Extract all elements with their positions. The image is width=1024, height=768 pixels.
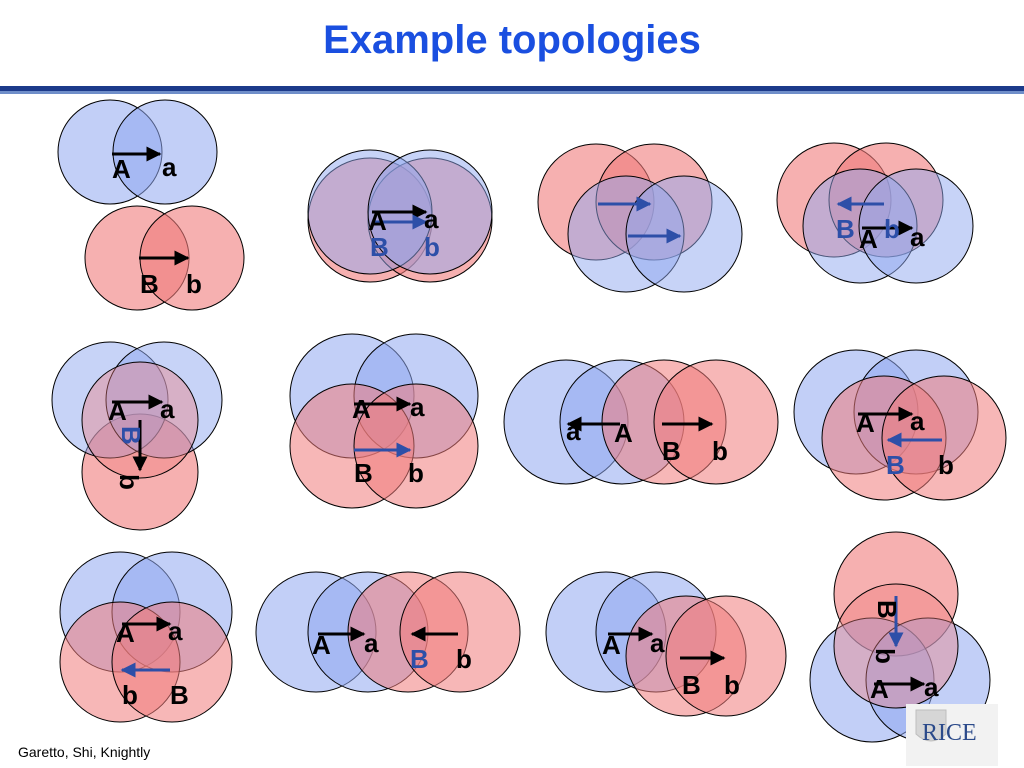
red-range-circle xyxy=(353,383,479,509)
node-label-A: A xyxy=(116,618,135,648)
topology-8: A a B b xyxy=(793,349,1007,501)
node-label-B: B xyxy=(170,680,189,710)
node-label-a: a xyxy=(424,204,439,234)
node-label-B: B xyxy=(836,214,855,244)
node-label-b: b xyxy=(114,474,144,490)
red-range-circle xyxy=(653,359,779,485)
node-label-b: b xyxy=(938,450,954,480)
blue-range-circle xyxy=(625,175,743,293)
node-label-A: A xyxy=(856,408,875,438)
topology-10: A a B b xyxy=(255,571,521,693)
node-label-A: A xyxy=(108,396,127,426)
node-label-B: B xyxy=(410,644,429,674)
node-label-B: B xyxy=(116,426,146,445)
topology-7: a A B b xyxy=(503,359,779,485)
node-label-A: A xyxy=(312,630,331,660)
node-label-a: a xyxy=(364,628,379,658)
topology-11: A a B b xyxy=(545,571,787,717)
topology-4: B b A a xyxy=(776,142,974,284)
rice-crest-icon: RICE xyxy=(906,704,998,766)
node-label-B: B xyxy=(886,450,905,480)
node-label-B: B xyxy=(682,670,701,700)
blue-range-circle xyxy=(367,149,493,275)
node-label-B: B xyxy=(662,436,681,466)
node-label-a: a xyxy=(162,152,177,182)
red-range-circle xyxy=(111,601,233,723)
node-label-b: b xyxy=(186,269,202,299)
topology-3 xyxy=(537,143,743,293)
topology-5: A a B b xyxy=(51,341,223,531)
node-label-b: b xyxy=(870,648,900,664)
node-label-A: A xyxy=(870,674,889,704)
red-range-circle xyxy=(881,375,1007,501)
node-label-A: A xyxy=(368,206,387,236)
node-label-a: a xyxy=(650,628,665,658)
title-rule-dark xyxy=(0,86,1024,91)
blue-range-circle xyxy=(112,99,218,205)
node-label-A: A xyxy=(112,154,131,184)
red-range-circle xyxy=(665,595,787,717)
rice-logo-text: RICE xyxy=(922,720,977,746)
title-rule-light xyxy=(0,91,1024,94)
node-label-b: b xyxy=(884,214,900,244)
topology-9: A a b B xyxy=(59,551,233,723)
node-label-A: A xyxy=(602,630,621,660)
node-label-a: a xyxy=(160,394,175,424)
node-label-a: a xyxy=(168,616,183,646)
node-label-a: a xyxy=(410,392,425,422)
node-label-B: B xyxy=(370,232,389,262)
node-label-b: b xyxy=(724,670,740,700)
node-label-B: B xyxy=(872,600,902,619)
topology-1: A a B b xyxy=(57,99,245,311)
node-label-b: b xyxy=(712,436,728,466)
node-label-b: b xyxy=(424,232,440,262)
red-range-circle xyxy=(399,571,521,693)
blue-range-circle xyxy=(858,168,974,284)
node-label-a: a xyxy=(924,672,939,702)
node-label-a: a xyxy=(910,406,925,436)
node-label-b: b xyxy=(408,458,424,488)
blue-range-circle xyxy=(105,341,223,459)
node-label-A: A xyxy=(352,394,371,424)
slide-title: Example topologies xyxy=(323,18,701,62)
topology-6: A a B b xyxy=(289,333,479,509)
node-label-b: b xyxy=(456,644,472,674)
node-label-A: A xyxy=(859,224,878,254)
node-label-B: B xyxy=(140,269,159,299)
footer-authors: Garetto, Shi, Knightly xyxy=(18,744,151,760)
node-label-a: a xyxy=(910,222,925,252)
node-label-a: a xyxy=(566,416,581,446)
topology-2: A a B b xyxy=(307,149,493,283)
node-label-B: B xyxy=(354,458,373,488)
topology-12: B b A a xyxy=(809,531,991,743)
node-label-A: A xyxy=(614,418,633,448)
node-label-b: b xyxy=(122,680,138,710)
